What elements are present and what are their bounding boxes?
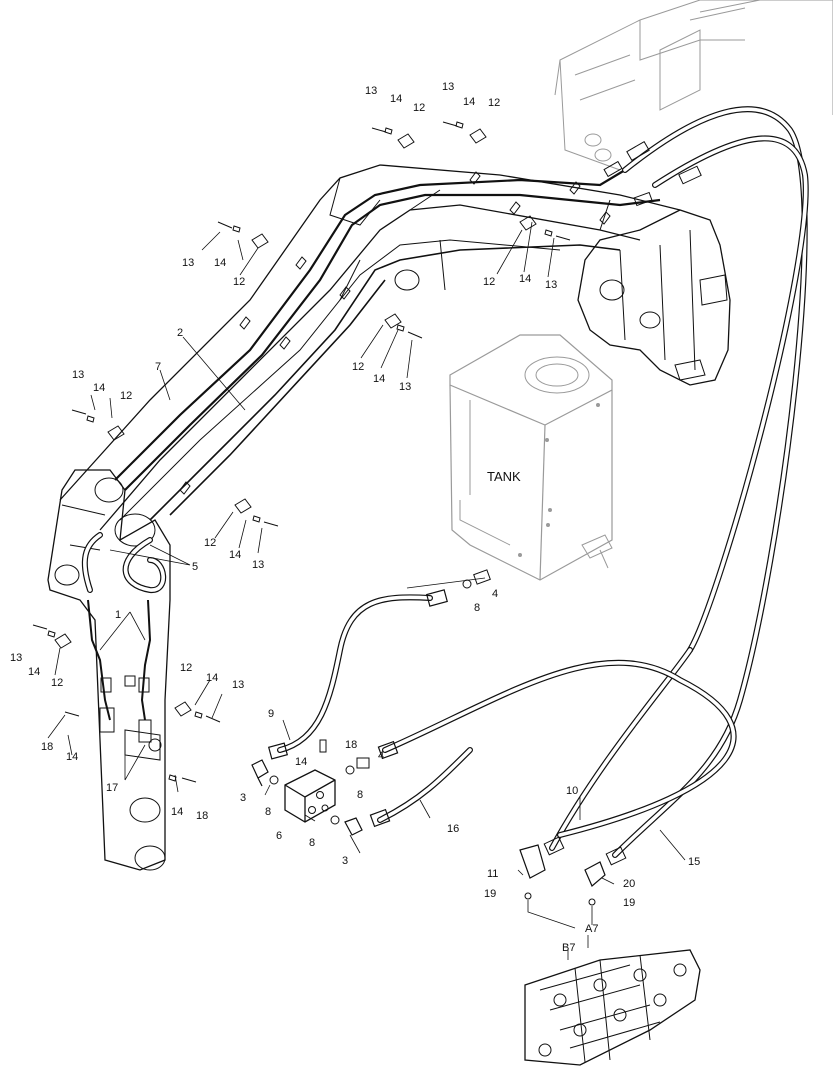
callout-6: 6	[276, 830, 282, 842]
callout-17: 17	[106, 782, 118, 794]
callout-13i: 13	[232, 679, 244, 691]
callout-18b: 18	[41, 741, 53, 753]
callout-B7: B7	[562, 942, 575, 954]
callout-14h: 14	[28, 666, 40, 678]
callout-8c: 8	[265, 806, 271, 818]
callout-14l: 14	[171, 806, 183, 818]
callout-8d: 8	[309, 837, 315, 849]
callout-13c: 13	[182, 257, 194, 269]
callout-1: 1	[115, 609, 121, 621]
dipper-arm	[47, 469, 171, 871]
callout-18c: 18	[196, 810, 208, 822]
callout-14g: 14	[229, 549, 241, 561]
callout-19b: 19	[623, 897, 635, 909]
callout-12e: 12	[352, 361, 364, 373]
callout-labels: 13 14 12 13 14 12 13 14 12 12 14 13 2 7 …	[10, 81, 700, 954]
callout-10: 10	[566, 785, 578, 797]
callout-15: 15	[688, 856, 700, 868]
callout-14c: 14	[214, 257, 226, 269]
callout-12d: 12	[483, 276, 495, 288]
callout-3b: 3	[342, 855, 348, 867]
callout-20: 20	[623, 878, 635, 890]
callout-13f: 13	[72, 369, 84, 381]
callout-4a: 4	[492, 588, 498, 600]
callout-9: 9	[268, 708, 274, 720]
swing-bracket	[577, 209, 731, 386]
callout-8a: 8	[474, 602, 480, 614]
callout-12b: 12	[488, 97, 500, 109]
callout-4b: 4	[378, 750, 384, 762]
leader-lines	[47, 221, 686, 960]
callout-16: 16	[447, 823, 459, 835]
long-hoses-15-10	[382, 106, 809, 858]
callout-3a: 3	[240, 792, 246, 804]
callout-12c: 12	[233, 276, 245, 288]
callout-7: 7	[155, 361, 161, 373]
callout-14j: 14	[295, 756, 307, 768]
callout-13b: 13	[442, 81, 454, 93]
callout-14k: 14	[66, 751, 78, 763]
hose-fittings-top	[603, 140, 702, 207]
callout-13g: 13	[252, 559, 264, 571]
callout-12a: 12	[413, 102, 425, 114]
callout-12i: 12	[180, 662, 192, 674]
hydraulic-tank: TANK	[449, 334, 613, 581]
callout-A7: A7	[585, 923, 598, 935]
callout-5: 5	[192, 561, 198, 573]
callout-12h: 12	[51, 677, 63, 689]
boom	[59, 164, 681, 531]
callout-13a: 13	[365, 85, 377, 97]
callout-13h: 13	[10, 652, 22, 664]
control-valve	[519, 836, 701, 1066]
callout-14e: 14	[373, 373, 385, 385]
callout-14a: 14	[390, 93, 402, 105]
callout-14b: 14	[463, 96, 475, 108]
boom-steel-lines	[114, 169, 661, 521]
callout-12g: 12	[204, 537, 216, 549]
machine-body-outline	[554, 0, 833, 171]
clamp-hardware	[32, 121, 571, 783]
return-hoses-and-valve-block	[251, 569, 491, 836]
callout-11: 11	[487, 868, 498, 880]
callout-13e: 13	[399, 381, 411, 393]
callout-2: 2	[177, 327, 183, 339]
callout-14f: 14	[93, 382, 105, 394]
tank-label: TANK	[487, 469, 521, 484]
callout-14i: 14	[206, 672, 218, 684]
callout-19a: 19	[484, 888, 496, 900]
callout-13d: 13	[545, 279, 557, 291]
callout-12f: 12	[120, 390, 132, 402]
callout-14d: 14	[519, 273, 531, 285]
callout-18a: 18	[345, 739, 357, 751]
callout-8b: 8	[357, 789, 363, 801]
